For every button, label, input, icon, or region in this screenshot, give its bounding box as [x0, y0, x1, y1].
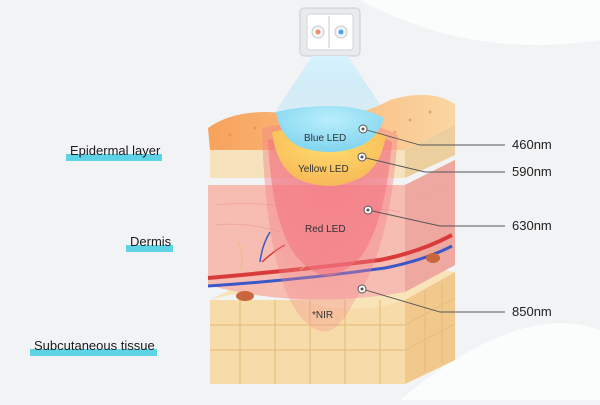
wavelength-590-label: 590nm — [512, 164, 552, 179]
marker-dots — [357, 124, 373, 294]
wavelength-460-label: 460nm — [512, 137, 552, 152]
blue-led-label: Blue LED — [304, 133, 346, 144]
epidermal-layer-label: Epidermal layer — [66, 143, 163, 161]
blue-penetration-zone — [276, 106, 384, 152]
label-highlight — [30, 349, 157, 356]
red-led-label: Red LED — [305, 224, 346, 235]
subcutaneous-tissue-label: Subcutaneous tissue — [30, 338, 157, 356]
label-highlight — [126, 245, 174, 252]
leader-lines — [361, 128, 505, 313]
wavelength-850-label: 850nm — [512, 304, 552, 319]
wavelength-630-label: 630nm — [512, 218, 552, 233]
yellow-led-label: Yellow LED — [298, 164, 349, 175]
led-device-icon — [299, 7, 361, 57]
dermis-label: Dermis — [126, 234, 174, 252]
nir-label: *NIR — [312, 310, 333, 321]
background-shape — [360, 0, 600, 45]
light-beam — [270, 56, 390, 120]
background-shape — [400, 323, 600, 400]
label-highlight — [66, 154, 163, 161]
